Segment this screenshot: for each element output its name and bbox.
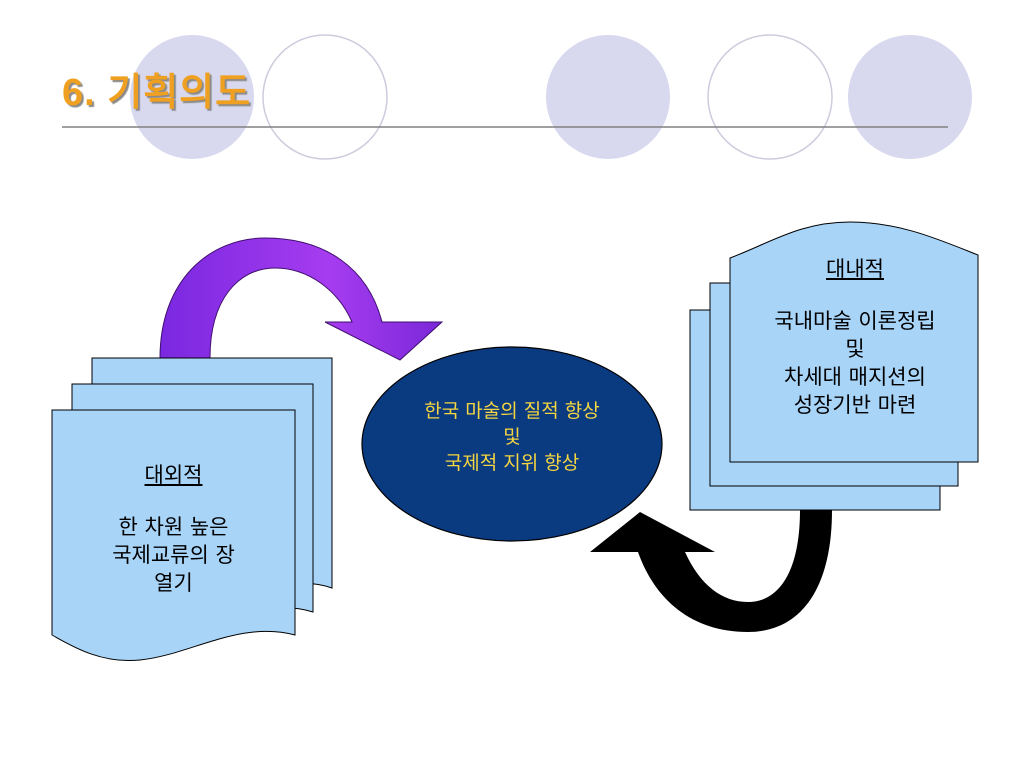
center-line: 한국 마술의 질적 향상 bbox=[424, 400, 600, 422]
right-doc-line: 성장기반 마련 bbox=[793, 393, 917, 417]
deco-circle-5 bbox=[848, 35, 972, 159]
page-title: 6. 기획의도 bbox=[62, 72, 252, 114]
right-doc-line: 및 bbox=[845, 337, 865, 361]
center-line: 국제적 지위 향상 bbox=[444, 452, 580, 474]
right-document-stack bbox=[689, 221, 979, 511]
decorative-circles bbox=[130, 34, 972, 160]
black-curved-arrow bbox=[590, 510, 832, 632]
deco-circle-4 bbox=[707, 34, 833, 160]
left-doc-text: 대외적 한 차원 높은 국제교류의 장 열기 bbox=[52, 461, 295, 597]
purple-curved-arrow bbox=[159, 237, 444, 361]
right-doc-text: 대내적 국내마술 이론정립 및 차세대 매지션의 성장기반 마련 bbox=[732, 255, 978, 419]
left-doc-front bbox=[51, 409, 296, 662]
center-ellipse bbox=[361, 346, 663, 542]
left-document-stack bbox=[51, 357, 333, 662]
deco-circle-1 bbox=[130, 35, 254, 159]
deco-circle-2 bbox=[262, 34, 388, 160]
right-doc-line: 차세대 매지션의 bbox=[784, 365, 926, 389]
left-doc-heading: 대외적 bbox=[144, 463, 203, 487]
center-text: 한국 마술의 질적 향상 및 국제적 지위 향상 bbox=[362, 398, 662, 476]
center-line: 및 bbox=[503, 426, 521, 448]
right-doc-heading: 대내적 bbox=[826, 257, 884, 281]
deco-circle-3 bbox=[546, 35, 670, 159]
left-doc-line: 열기 bbox=[154, 571, 193, 595]
left-doc-line: 한 차원 높은 bbox=[118, 515, 229, 539]
right-doc-line: 국내마술 이론정립 bbox=[774, 309, 936, 333]
left-doc-line: 국제교류의 장 bbox=[112, 543, 235, 567]
right-doc-front bbox=[729, 221, 979, 463]
